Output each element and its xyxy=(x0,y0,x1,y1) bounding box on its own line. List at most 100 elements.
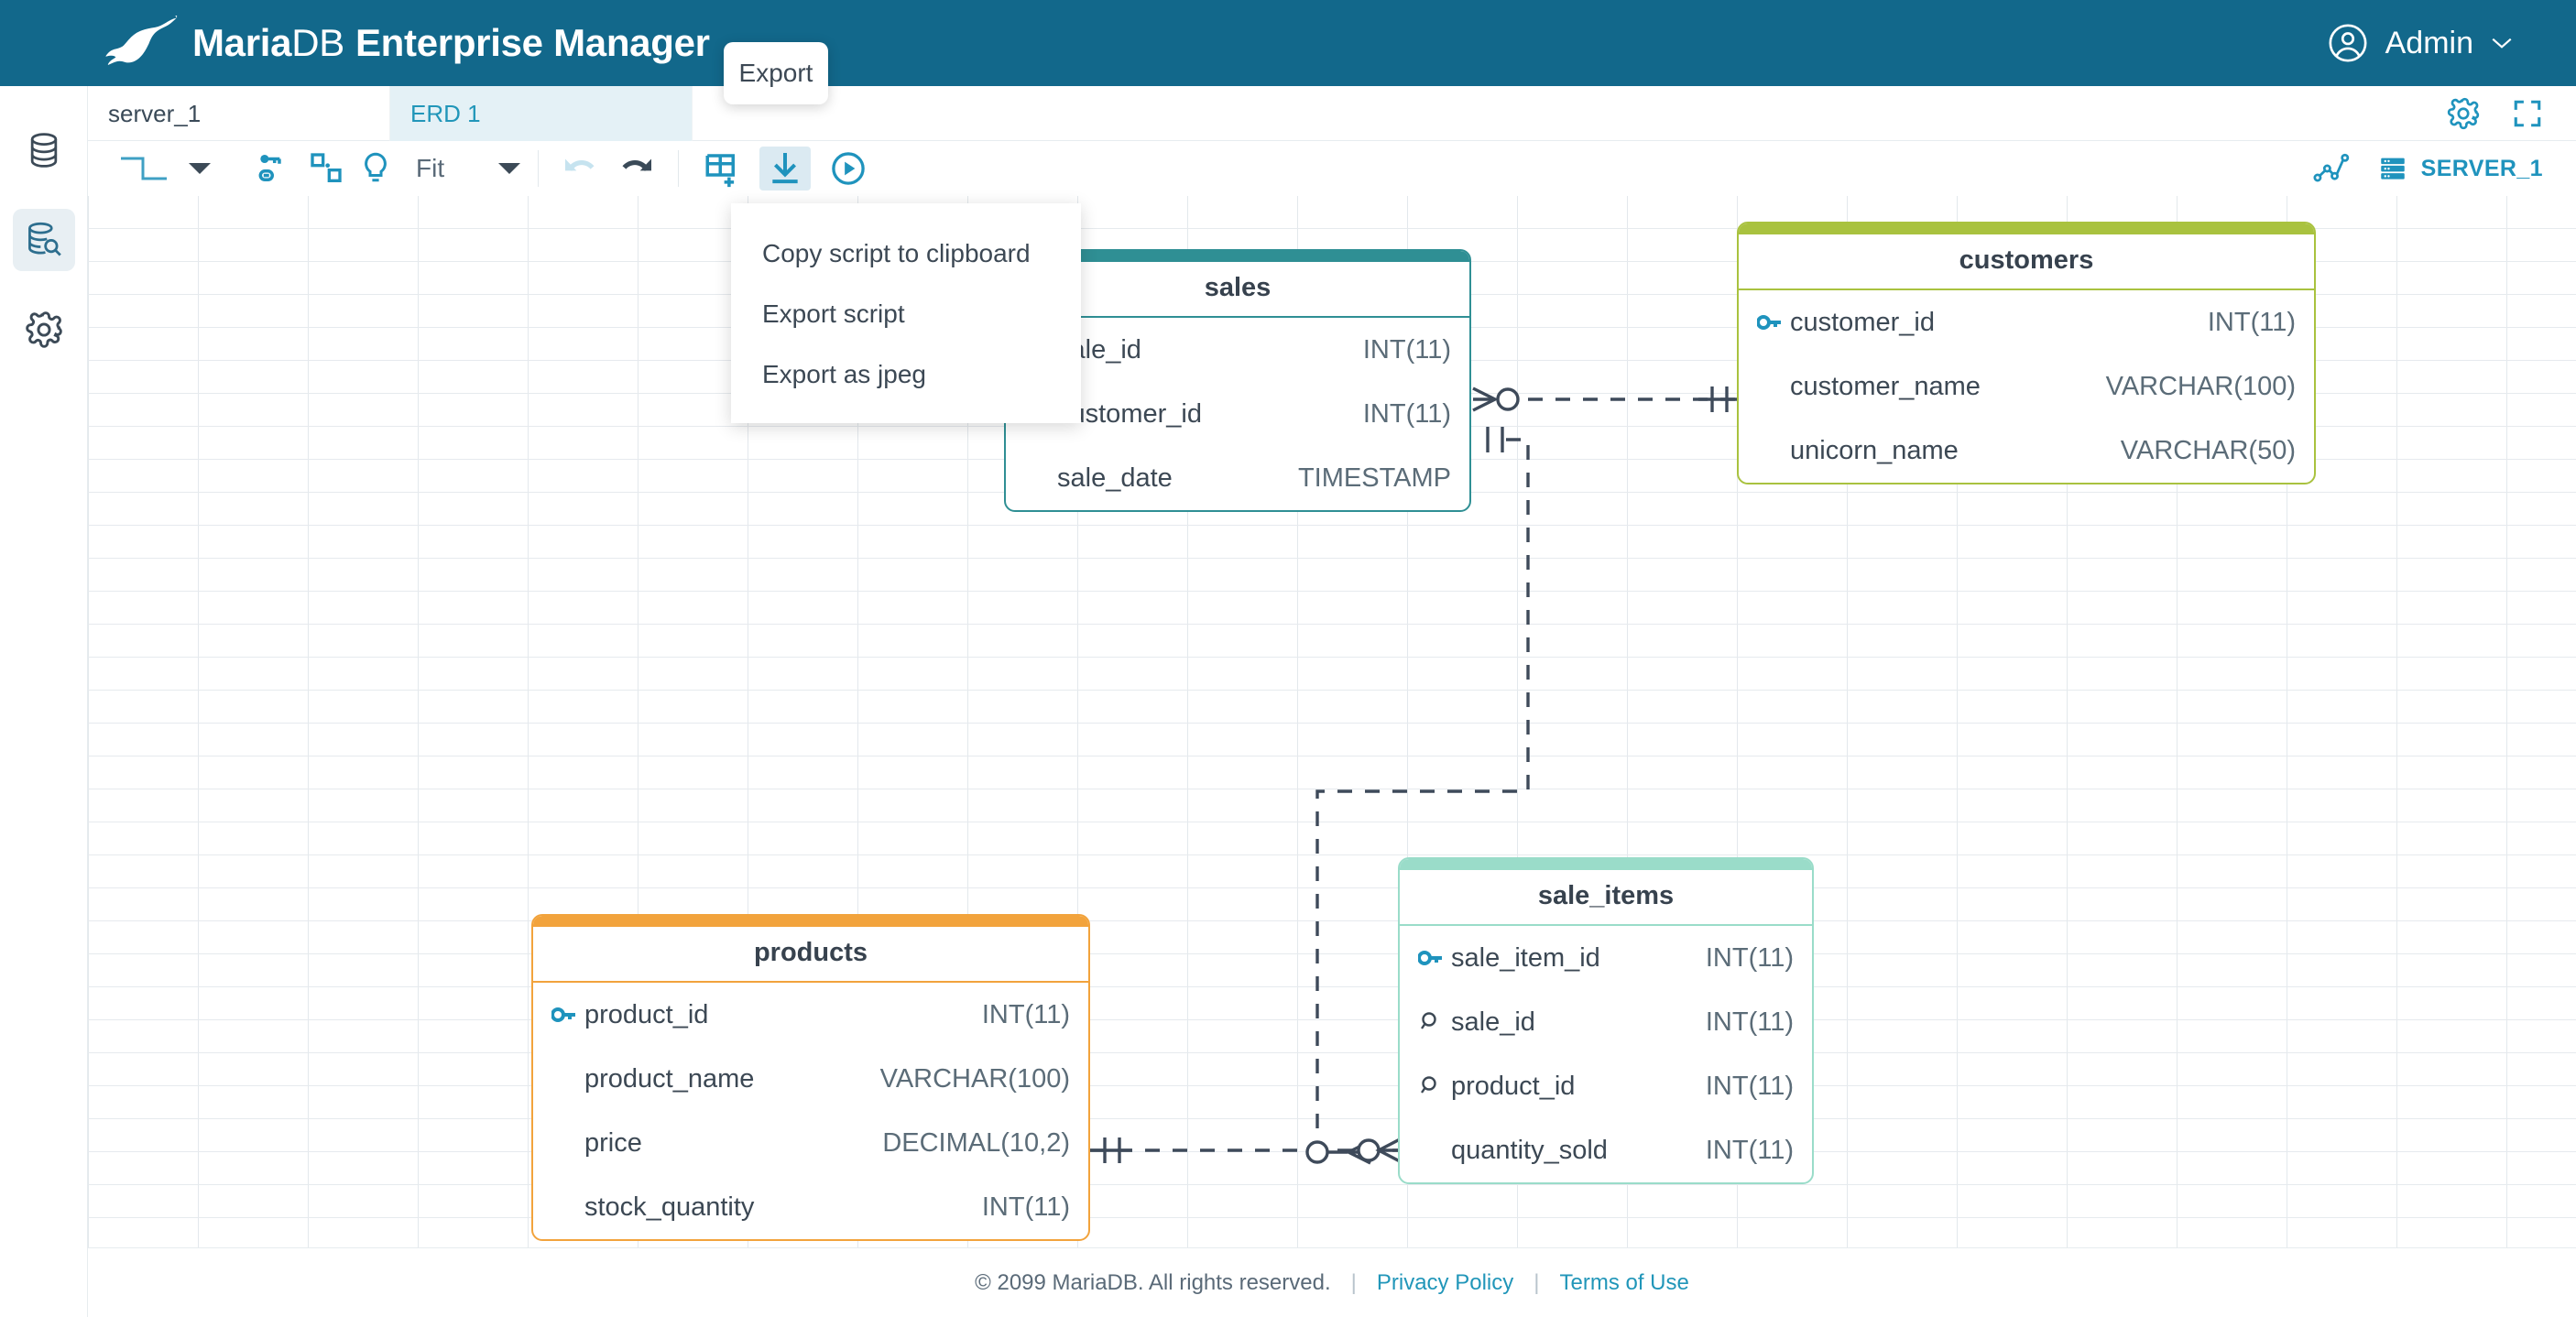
analytics-button[interactable] xyxy=(2313,153,2350,184)
column-type: INT(11) xyxy=(981,1192,1070,1222)
toggle-hints-button[interactable] xyxy=(352,147,399,190)
tabbar-actions xyxy=(2446,86,2576,140)
erd-table-products[interactable]: products product_id INT(11) product_name… xyxy=(531,914,1090,1241)
column-type: INT(11) xyxy=(1705,1007,1794,1037)
relation-notation-button[interactable] xyxy=(110,147,178,190)
sidebar-item-databases[interactable] xyxy=(13,119,75,181)
column-type: DECIMAL(10,2) xyxy=(882,1127,1070,1158)
privacy-policy-link[interactable]: Privacy Policy xyxy=(1376,1269,1514,1295)
apply-script-button[interactable] xyxy=(822,147,875,190)
primary-key-icon xyxy=(551,1007,575,1022)
table-column-row[interactable]: price DECIMAL(10,2) xyxy=(533,1111,1088,1175)
table-column-row[interactable]: product_id INT(11) xyxy=(533,983,1088,1047)
lightbulb-icon xyxy=(365,152,387,182)
user-menu[interactable]: Admin xyxy=(2327,22,2514,64)
brand-maria: Maria xyxy=(192,21,292,64)
add-table-icon xyxy=(705,154,736,188)
table-accent-bar xyxy=(1006,251,1469,262)
redo-icon xyxy=(622,158,652,171)
erd-toolbar: Fit xyxy=(88,141,2576,196)
play-circle-icon xyxy=(832,152,865,185)
table-column-row[interactable]: product_name VARCHAR(100) xyxy=(533,1047,1088,1111)
menu-item-label: Export as jpeg xyxy=(762,360,926,388)
table-title: sale_items xyxy=(1400,870,1812,926)
table-column-row[interactable]: unicorn_name VARCHAR(50) xyxy=(1739,419,2314,483)
table-column-row[interactable]: customer_id INT(11) xyxy=(1739,290,2314,354)
column-name: sale_date xyxy=(1057,463,1173,493)
redo-button[interactable] xyxy=(608,147,661,190)
user-label: Admin xyxy=(2385,25,2473,60)
index-key-icon xyxy=(1421,1012,1436,1029)
column-name: product_id xyxy=(584,999,709,1029)
table-column-row[interactable]: customer_name VARCHAR(100) xyxy=(1739,354,2314,419)
table-accent-bar xyxy=(1739,223,2314,234)
chevron-down-icon xyxy=(2492,38,2512,49)
table-column-row[interactable]: quantity_sold INT(11) xyxy=(1400,1118,1812,1182)
download-icon xyxy=(772,153,798,184)
erd-diagram: sales sale_id INT(11) c xyxy=(88,196,2576,1247)
export-tooltip-label: Export xyxy=(738,59,813,87)
column-type: INT(11) xyxy=(1705,942,1794,973)
column-type: INT(11) xyxy=(1705,1071,1794,1101)
menu-item-export-jpeg[interactable]: Export as jpeg xyxy=(731,344,1081,405)
toggle-keys-button[interactable] xyxy=(247,147,300,190)
table-column-row[interactable]: sale_id INT(11) xyxy=(1400,990,1812,1054)
mariadb-seal-icon xyxy=(105,16,178,65)
table-accent-bar xyxy=(533,916,1088,927)
table-accent-bar xyxy=(1400,859,1812,870)
index-key-icon xyxy=(1421,1076,1436,1094)
copyright-text: © 2099 MariaDB. All rights reserved. xyxy=(975,1269,1331,1295)
zoom-selector[interactable]: Fit xyxy=(416,154,521,183)
brand-product: Enterprise Manager xyxy=(355,21,710,64)
index-key-icon xyxy=(1418,1010,1451,1034)
tabbar-fullscreen-button[interactable] xyxy=(2512,98,2543,129)
menu-item-export-script[interactable]: Export script xyxy=(731,284,1081,344)
menu-item-label: Export script xyxy=(762,299,905,328)
erd-relationships xyxy=(1090,386,1737,1165)
table-column-row[interactable]: sale_item_id INT(11) xyxy=(1400,926,1812,990)
column-type: INT(11) xyxy=(1705,1135,1794,1165)
column-name: customer_name xyxy=(1790,371,1981,401)
server-selector[interactable]: SERVER_1 xyxy=(2377,153,2543,184)
server-icon xyxy=(2380,158,2405,180)
erd-table-customers[interactable]: customers customer_id INT(11) customer_n… xyxy=(1737,222,2316,484)
table-title: customers xyxy=(1739,234,2314,290)
user-circle-icon xyxy=(2329,24,2367,62)
undo-button[interactable] xyxy=(555,147,608,190)
primary-key-icon xyxy=(551,1006,584,1024)
primary-key-icon xyxy=(1757,313,1790,332)
zoom-level-label: Fit xyxy=(416,154,445,182)
erd-table-sales[interactable]: sales sale_id INT(11) c xyxy=(1004,249,1471,512)
fullscreen-icon xyxy=(2514,100,2541,126)
column-type: VARCHAR(100) xyxy=(879,1063,1070,1094)
table-column-row[interactable]: sale_date TIMESTAMP xyxy=(1006,446,1469,510)
sidebar-item-settings[interactable] xyxy=(13,299,75,361)
table-column-row[interactable]: customer_id INT(11) xyxy=(1006,382,1469,446)
menu-item-copy-script[interactable]: Copy script to clipboard xyxy=(731,223,1081,284)
footer-divider-2: | xyxy=(1534,1269,1540,1295)
table-column-row[interactable]: product_id INT(11) xyxy=(1400,1054,1812,1118)
add-table-button[interactable] xyxy=(695,147,748,190)
column-type: INT(11) xyxy=(981,999,1070,1029)
toggle-entities-button[interactable] xyxy=(300,147,352,190)
tabbar-settings-button[interactable] xyxy=(2446,96,2481,131)
column-name: sale_id xyxy=(1451,1007,1535,1037)
primary-key-icon xyxy=(1418,951,1442,965)
terms-of-use-link[interactable]: Terms of Use xyxy=(1559,1269,1689,1295)
database-icon xyxy=(30,133,57,168)
tab-erd-1[interactable]: ERD 1 xyxy=(390,86,693,141)
table-column-row[interactable]: stock_quantity INT(11) xyxy=(533,1175,1088,1239)
tab-server-1[interactable]: server_1 xyxy=(88,86,390,141)
relation-notation-caret[interactable] xyxy=(178,147,222,190)
sidebar-item-query-editor[interactable] xyxy=(12,209,75,271)
column-type: INT(11) xyxy=(1362,398,1451,429)
erd-table-sale-items[interactable]: sale_items sale_item_id INT(11) xyxy=(1398,857,1814,1184)
export-button[interactable] xyxy=(759,147,812,190)
toolbar-divider xyxy=(538,150,540,187)
table-title: sales xyxy=(1006,262,1469,318)
footer-divider-1: | xyxy=(1350,1269,1357,1295)
database-search-icon xyxy=(27,222,61,256)
erd-canvas[interactable]: sales sale_id INT(11) c xyxy=(88,196,2576,1247)
